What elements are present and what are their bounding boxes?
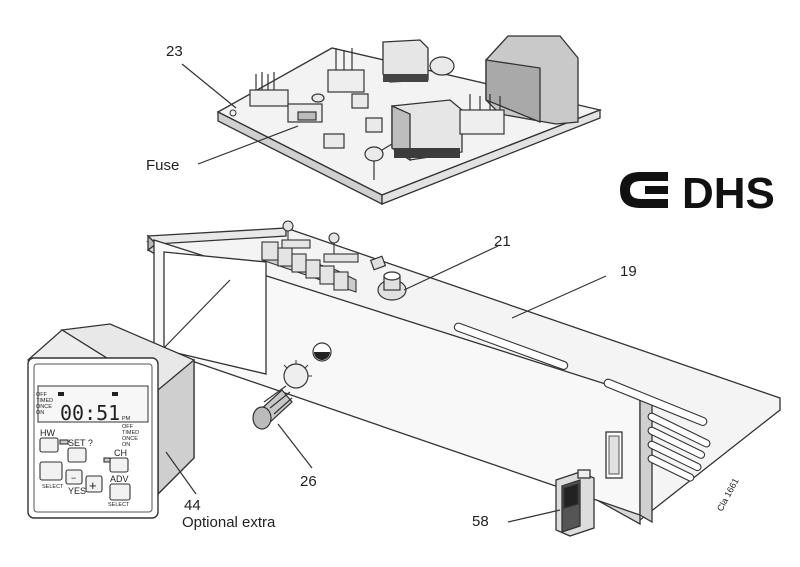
timer-select-left-label: SELECT [42, 484, 64, 490]
timer-display-pm: PM [122, 416, 131, 422]
timer-yes-label: YES [68, 486, 86, 496]
timer-mode-right-1: TIMED [122, 430, 139, 436]
timer-mode-left-2: ONCE [36, 404, 52, 410]
callout-optional-extra: Optional extra [182, 514, 276, 531]
dhs-logo: DHS [620, 169, 775, 218]
pcb-assembly [216, 35, 603, 206]
timer-display-value: 00:51 [60, 401, 120, 425]
callout-23: 23 [166, 43, 183, 60]
timer-module: OFF TIMED ONCE ON 00:51 PM OFF TIMED ONC… [27, 323, 195, 519]
timer-lcd [37, 385, 149, 423]
callout-21: 21 [494, 233, 511, 250]
timer-ch-label: CH [114, 448, 127, 458]
callout-26: 26 [300, 473, 317, 490]
timer-adv-label: ADV [110, 474, 129, 484]
dhs-logo-text: DHS [682, 169, 775, 218]
timer-minus-button[interactable] [65, 469, 83, 485]
timer-select-right-label: SELECT [108, 502, 130, 508]
timer-adv-button[interactable] [109, 483, 131, 501]
timer-mode-right-3: ON [122, 442, 130, 448]
timer-hw-button[interactable] [39, 437, 59, 453]
chassis-tray [145, 220, 781, 526]
timer-set-button[interactable] [67, 447, 87, 463]
timer-set-label: SET ? [68, 438, 93, 448]
callout-58: 58 [472, 513, 489, 530]
callout-19: 19 [620, 263, 637, 280]
timer-mode-right-0: OFF [122, 424, 134, 430]
callout-44: 44 [184, 497, 201, 514]
timer-mode-left-0: OFF [36, 392, 48, 398]
timer-hw-label: HW [40, 428, 55, 438]
callout-fuse: Fuse [146, 157, 179, 174]
potentiometer [369, 255, 407, 301]
drawing-code: Cla 1661 [715, 476, 741, 513]
control-knob[interactable] [252, 360, 312, 430]
rocker-switch[interactable] [555, 469, 595, 537]
timer-mode-right-2: ONCE [122, 436, 138, 442]
timer-mode-left-1: TIMED [36, 398, 53, 404]
timer-plus-label: + [89, 478, 97, 493]
timer-ch-button[interactable] [109, 457, 129, 473]
timer-minus-label: − [71, 473, 76, 483]
timer-select-left-button[interactable] [39, 461, 63, 481]
timer-mode-left-3: ON [36, 410, 44, 416]
leader-lines [165, 63, 607, 523]
timer-plus-button[interactable] [85, 475, 103, 493]
